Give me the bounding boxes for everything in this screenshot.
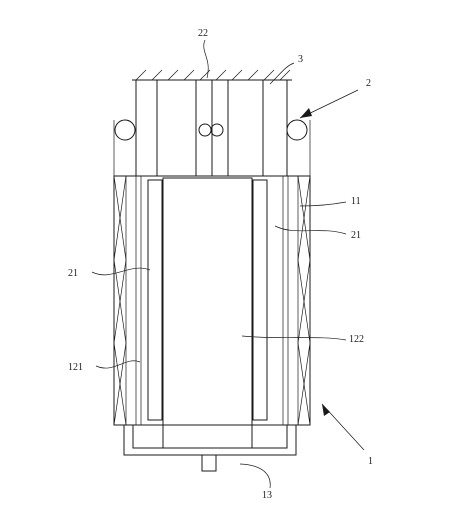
- label-13: 13: [262, 490, 272, 501]
- fixed-support: [132, 69, 292, 81]
- leader-lines: [91, 39, 365, 489]
- right-coil: [297, 175, 311, 426]
- label-2: 2: [366, 78, 371, 89]
- inner-sleeve-121: [135, 176, 289, 425]
- label-21-right: 21: [351, 230, 361, 241]
- label-122: 122: [349, 334, 364, 345]
- left-strip-21: [147, 179, 163, 421]
- label-1: 1: [368, 456, 373, 467]
- core-122: [162, 177, 253, 449]
- label-22: 22: [198, 28, 208, 39]
- label-121: 121: [68, 362, 83, 373]
- label-11: 11: [351, 196, 361, 207]
- left-coil: [113, 175, 127, 426]
- spring-element-2: [113, 119, 311, 176]
- outer-housing: [113, 175, 311, 426]
- label-3: 3: [298, 54, 303, 65]
- support-rods: [135, 80, 288, 176]
- bottom-bracket-13: [123, 425, 297, 472]
- right-strip-21: [252, 179, 268, 421]
- label-21-left: 21: [68, 268, 78, 279]
